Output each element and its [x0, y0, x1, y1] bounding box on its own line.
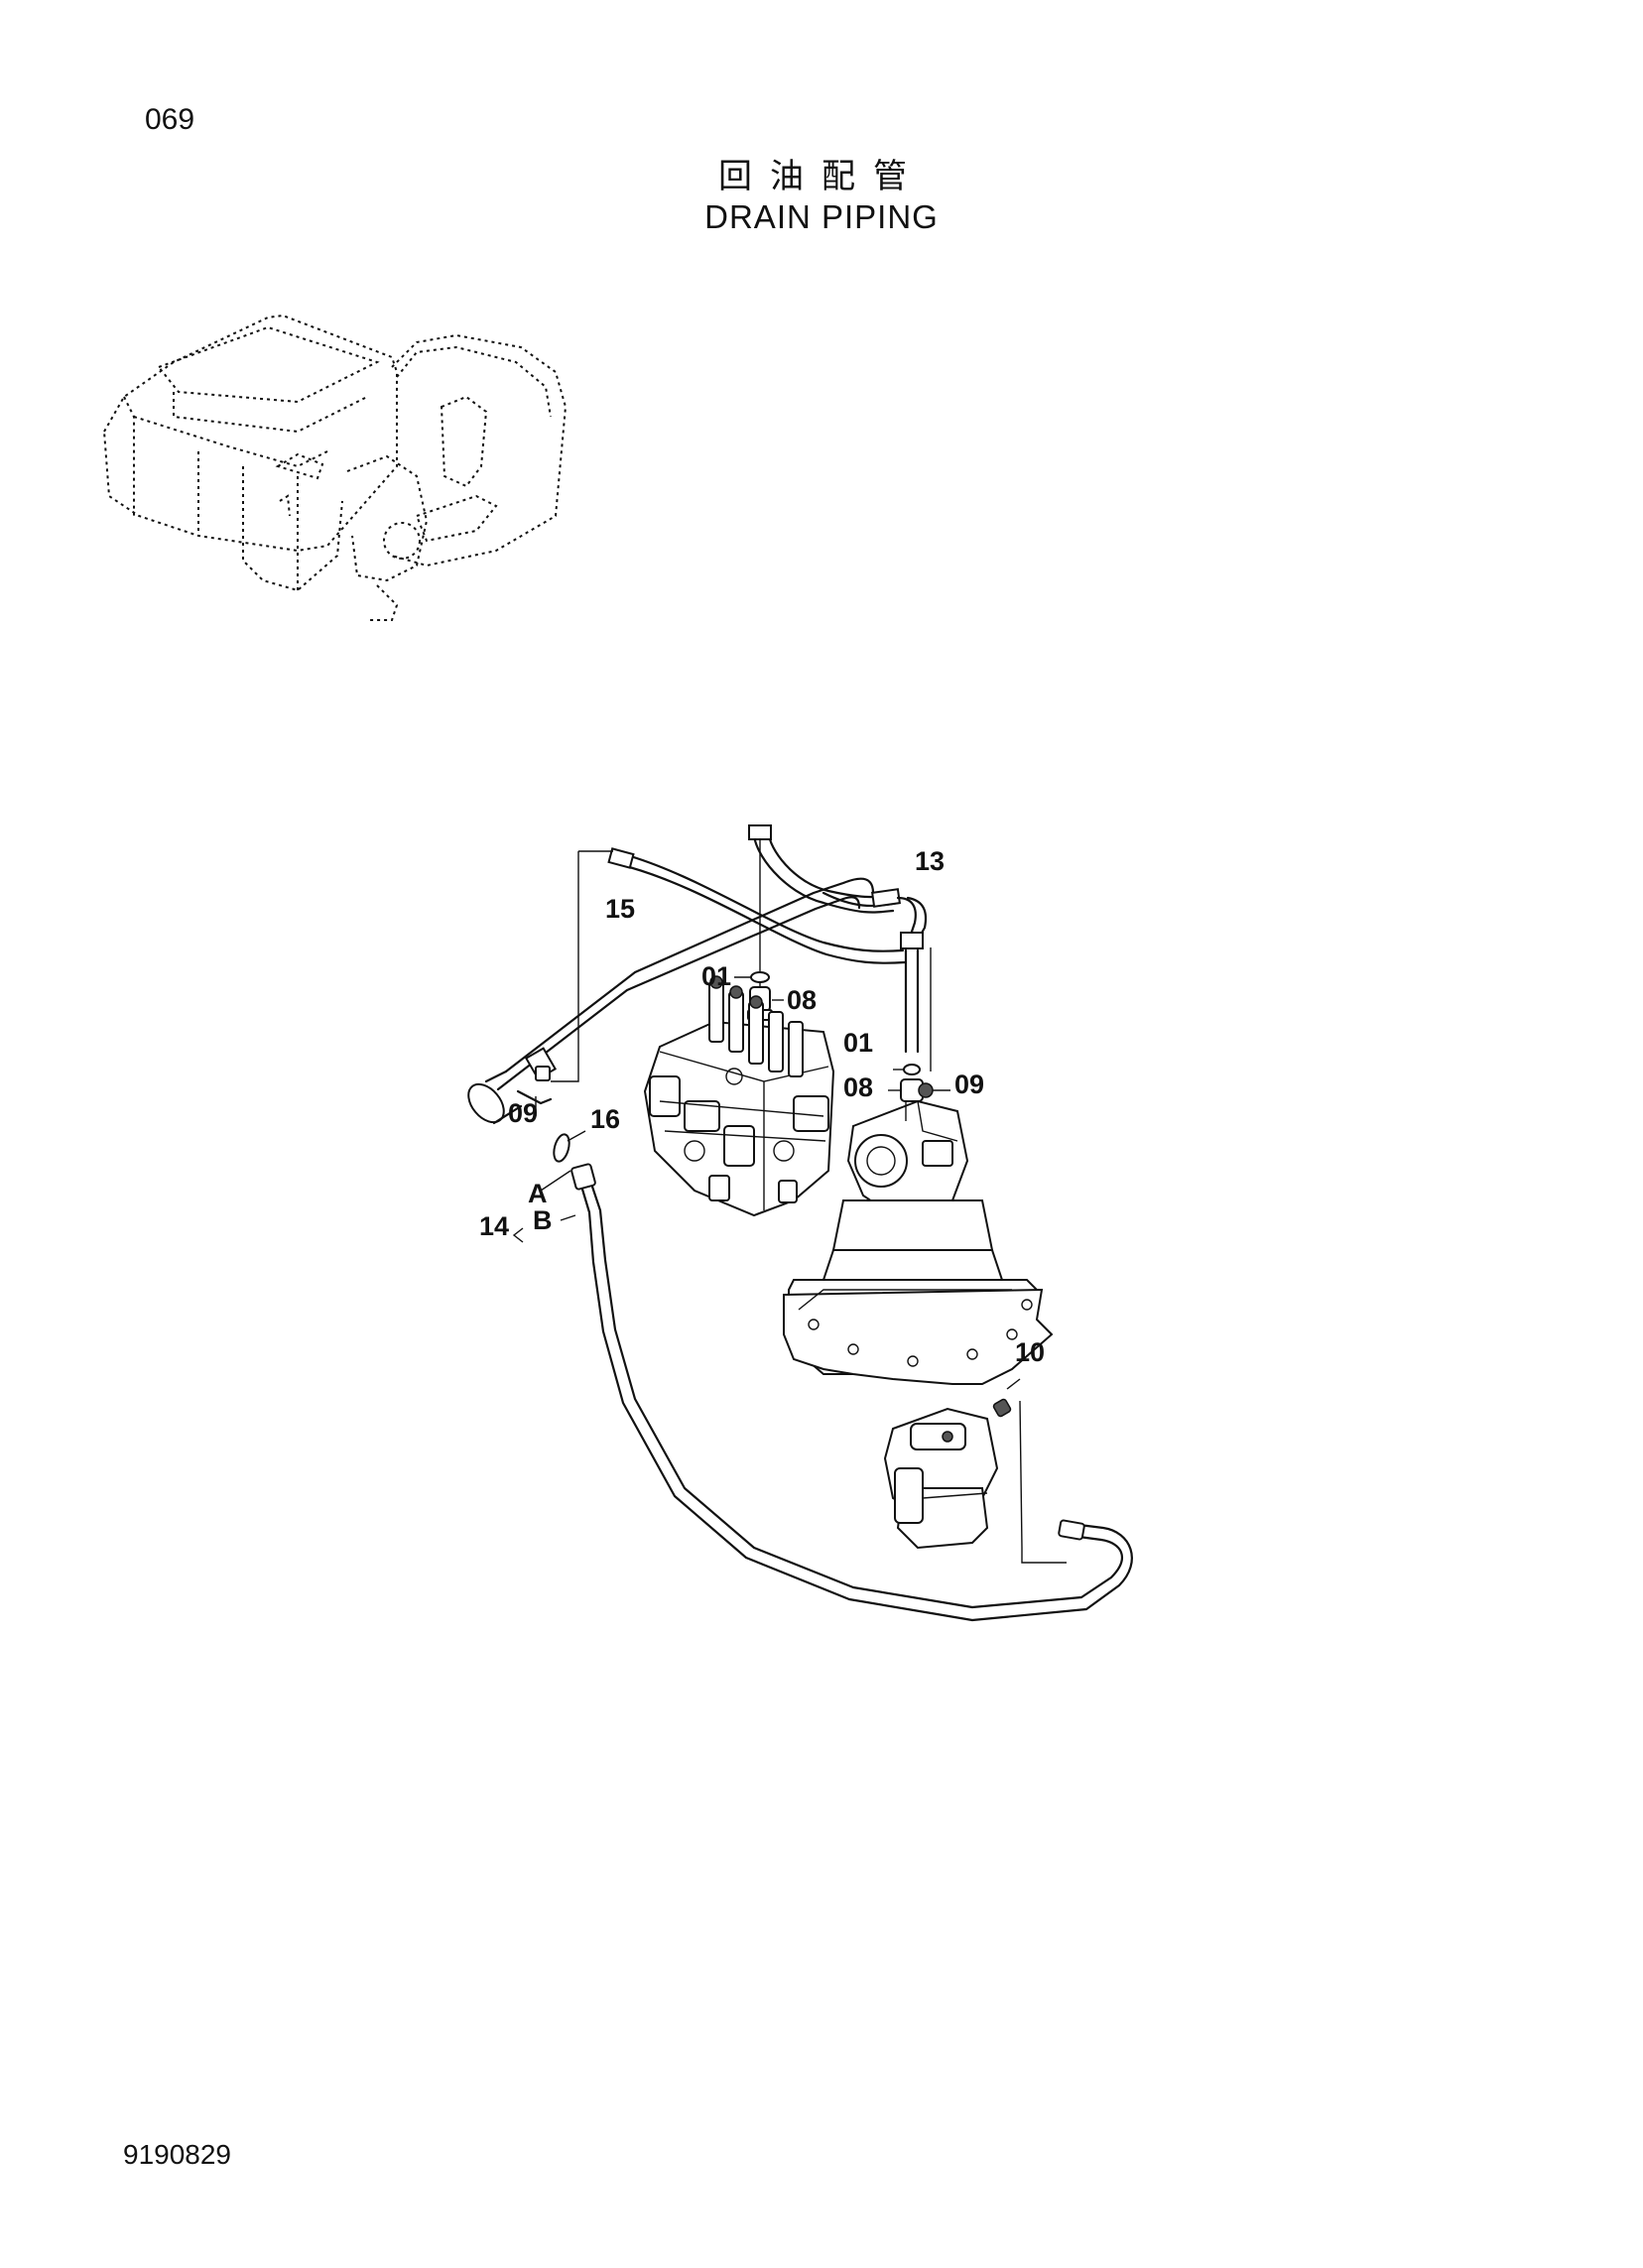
- callout-14: 14: [479, 1211, 509, 1241]
- callout-08-left: 08: [787, 985, 817, 1015]
- center-joint: [883, 1407, 999, 1550]
- o-ring-01-left: [750, 971, 770, 983]
- callout-09-right: 09: [954, 1070, 984, 1099]
- callout-10: 10: [1015, 1337, 1045, 1367]
- plug-10: [992, 1398, 1012, 1418]
- callout-B: B: [533, 1205, 553, 1235]
- hose-fitting-14A: [570, 1163, 596, 1191]
- page-number: 069: [145, 103, 195, 136]
- callout-labels: 13 15 01 08 01 08 09 09 16 A 14 B 10: [479, 846, 1045, 1367]
- hose-fitting-13: [871, 888, 901, 908]
- machine-overview-illustration: [102, 314, 568, 621]
- control-valve: [643, 975, 835, 1217]
- document-code: 9190829: [123, 2139, 232, 2170]
- callout-01-left: 01: [701, 961, 731, 991]
- connector-09-right: [918, 1082, 934, 1098]
- hose-fitting-13-upper: [748, 824, 772, 840]
- title-english: DRAIN PIPING: [704, 198, 939, 235]
- callout-A: A: [528, 1179, 548, 1208]
- callout-01-right: 01: [843, 1028, 873, 1058]
- callout-09-left: 09: [508, 1098, 538, 1128]
- callout-08-right: 08: [843, 1072, 873, 1102]
- callout-13: 13: [915, 846, 945, 876]
- title-chinese: 回油配管: [718, 157, 925, 196]
- o-ring-01-right: [903, 1064, 921, 1075]
- callout-16: 16: [590, 1104, 620, 1134]
- elbow-13: [900, 932, 924, 949]
- hose-fitting-14B-end: [1058, 1519, 1085, 1541]
- swing-motor: [783, 1099, 1054, 1385]
- hose-fitting-15: [607, 847, 635, 869]
- elbow-16: [553, 1133, 570, 1163]
- drain-piping-assembly: [467, 824, 1133, 1622]
- callout-15: 15: [605, 894, 635, 924]
